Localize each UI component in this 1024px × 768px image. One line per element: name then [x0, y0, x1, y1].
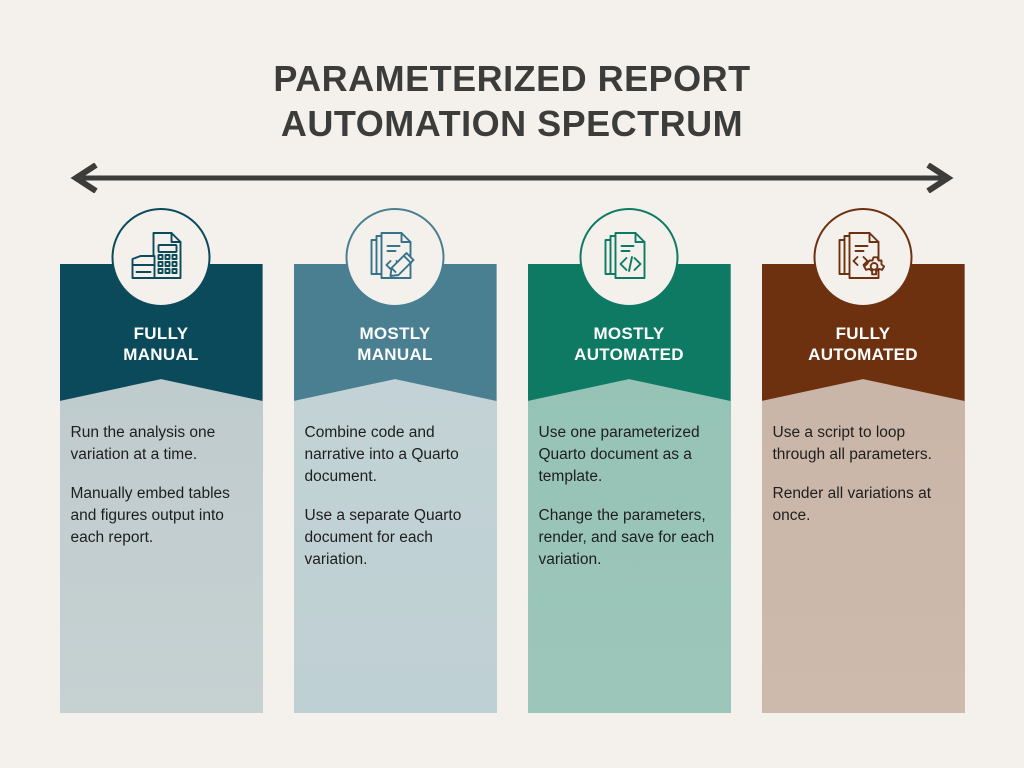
stage-label-line-1: Mostly	[593, 323, 665, 343]
documents-gear-icon	[838, 231, 885, 279]
stage-icon-badge	[579, 208, 679, 307]
description-text: Run the analysis one variation at a time…	[60, 208, 263, 549]
calculator-document-icon	[131, 231, 181, 279]
description-paragraph: Use a separate Quarto document for each …	[304, 507, 462, 568]
description-paragraph: Manually embed tables and figures output…	[70, 485, 230, 546]
stage-label-line-1: Fully	[835, 323, 891, 343]
description-text: Use a script to loop through all paramet…	[762, 208, 965, 527]
description-paragraph: Render all variations at once.	[772, 485, 932, 524]
stage-label-line-2: Automated	[808, 345, 918, 365]
stage-label: Mostly Manual	[357, 323, 432, 402]
stage-label: Mostly Automated	[574, 323, 684, 402]
spectrum-column-mostly-automated[interactable]: Mostly Automated	[527, 208, 731, 713]
description-text: Use one parameterized Quarto document as…	[528, 208, 731, 571]
stage-icon-badge	[813, 208, 913, 307]
stage-label-line-2: Manual	[123, 345, 199, 365]
spectrum-columns: Fully Manual	[0, 208, 1024, 713]
stage-label-line-2: Manual	[357, 345, 433, 365]
spectrum-column-fully-manual[interactable]: Fully Manual	[59, 208, 263, 713]
stage-banner: Mostly Automated	[527, 264, 731, 402]
page-title: Parameterized Report Automation Spectrum	[0, 56, 1024, 146]
page-title-line-2: Automation Spectrum	[280, 103, 744, 144]
stage-icon-badge	[345, 208, 445, 307]
description-text: Combine code and narrative into a Quarto…	[294, 208, 497, 571]
spectrum-column-fully-automated[interactable]: Fully Automated	[761, 208, 965, 713]
stage-icon-badge	[111, 208, 211, 307]
stage-label: Fully Automated	[808, 323, 918, 402]
spectrum-arrow	[68, 162, 956, 194]
stage-label-line-1: Fully	[133, 323, 189, 343]
spectrum-column-mostly-manual[interactable]: Mostly Manual	[293, 208, 497, 713]
stage-label-line-2: Automated	[574, 345, 684, 365]
stage-label: Fully Manual	[123, 323, 198, 402]
description-paragraph: Use one parameterized Quarto document as…	[538, 424, 700, 485]
documents-pencil-icon	[370, 231, 414, 279]
stage-banner: Fully Automated	[761, 264, 965, 402]
description-paragraph: Combine code and narrative into a Quarto…	[304, 424, 459, 485]
page-title-line-1: Parameterized Report	[273, 58, 751, 99]
description-paragraph: Run the analysis one variation at a time…	[70, 424, 216, 463]
stage-label-line-1: Mostly	[359, 323, 431, 343]
double-arrow-icon	[70, 162, 954, 194]
description-paragraph: Use a script to loop through all paramet…	[772, 424, 932, 463]
documents-code-icon	[604, 231, 645, 279]
description-paragraph: Change the parameters, render, and save …	[538, 507, 715, 568]
